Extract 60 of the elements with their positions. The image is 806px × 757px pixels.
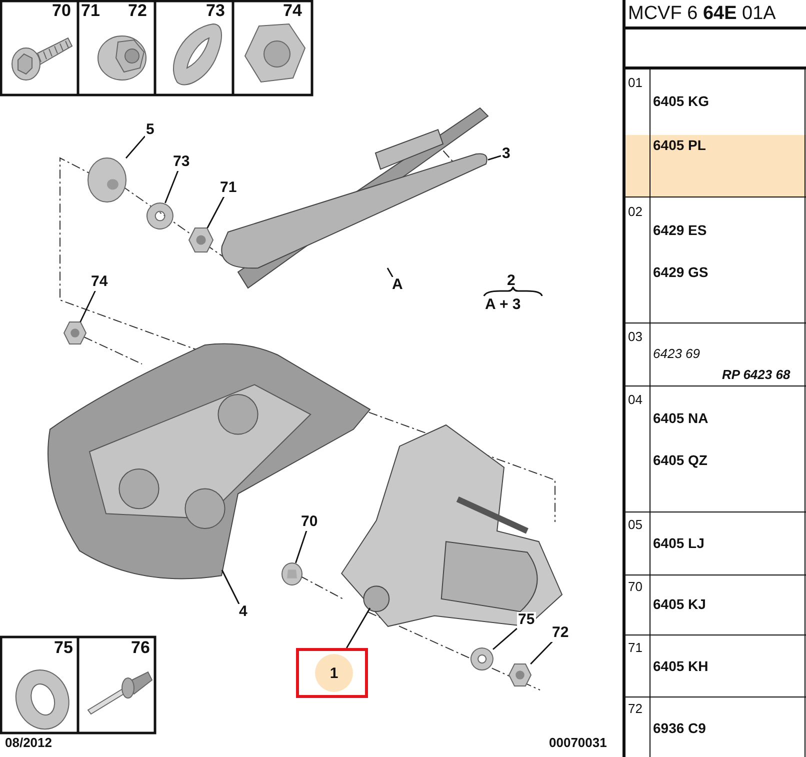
bolt-drawing <box>282 563 302 585</box>
cap-drawing <box>88 158 126 202</box>
leader-line <box>488 155 502 160</box>
leader-line <box>125 136 146 159</box>
callout-number: 72 <box>551 625 570 642</box>
callout-number: 1 <box>315 654 353 692</box>
footer-text: 00070031 <box>549 736 607 750</box>
item-number: 71 <box>628 641 642 656</box>
washer-drawing <box>471 648 493 670</box>
item-number: 01 <box>628 76 642 90</box>
nut-drawing <box>189 228 213 252</box>
part-number: 6405 LJ <box>653 536 704 552</box>
callout-number: 75 <box>54 639 73 658</box>
item-number: 70 <box>628 580 642 594</box>
assembly-note: 2 <box>507 273 516 290</box>
nut-drawing <box>64 322 86 344</box>
part-number: 6429 GS <box>653 265 708 280</box>
part-number: 6405 KG <box>653 94 710 110</box>
callout-number: 70 <box>52 2 71 21</box>
leader-line <box>164 170 179 204</box>
item-number: 03 <box>628 330 642 344</box>
callout-number: 73 <box>172 154 191 170</box>
leader-line <box>295 530 308 564</box>
item-number: 02 <box>628 205 642 220</box>
callout-number: 5 <box>145 122 156 138</box>
leader-line <box>346 608 371 648</box>
callout-number: 74 <box>90 274 109 290</box>
part-number: 6405 PL <box>653 138 706 154</box>
leader-line <box>206 196 225 228</box>
callout-number: 74 <box>283 2 302 21</box>
part-number: 6423 69 <box>653 347 700 362</box>
washer-drawing <box>147 203 173 229</box>
item-number: 04 <box>628 393 642 408</box>
callout-number: 72 <box>128 2 147 21</box>
leader-line <box>530 641 553 664</box>
item-number: 05 <box>628 518 642 532</box>
part-number: 6405 KJ <box>653 597 706 612</box>
replacement-part-number: RP 6423 68 <box>722 368 790 382</box>
leader-line <box>80 290 96 322</box>
wiper-arm-drawing <box>218 152 490 268</box>
callout-number: 70 <box>300 514 319 530</box>
part-number: 6405 KH <box>653 659 708 674</box>
nut-drawing <box>509 664 531 686</box>
callout-number: 76 <box>131 639 150 658</box>
reference-code: MCVF 6 64E 01A <box>628 4 776 25</box>
callout-number: 71 <box>81 2 100 21</box>
callout-number: 75 <box>517 612 536 628</box>
footer-text: 08/2012 <box>5 736 52 750</box>
leader-line <box>386 268 394 278</box>
leader-line <box>492 628 518 650</box>
part-number: 6405 NA <box>653 411 708 426</box>
highlight-frame <box>296 648 368 698</box>
part-number: 6405 QZ <box>653 453 708 468</box>
part-number: 6429 ES <box>653 223 707 238</box>
leader-line <box>221 570 240 604</box>
part-number: 6936 C9 <box>653 721 706 736</box>
item-number: 72 <box>628 702 642 716</box>
callout-number: 71 <box>219 180 238 196</box>
assembly-note: A + 3 <box>485 297 521 314</box>
callout-number: 73 <box>206 2 225 21</box>
